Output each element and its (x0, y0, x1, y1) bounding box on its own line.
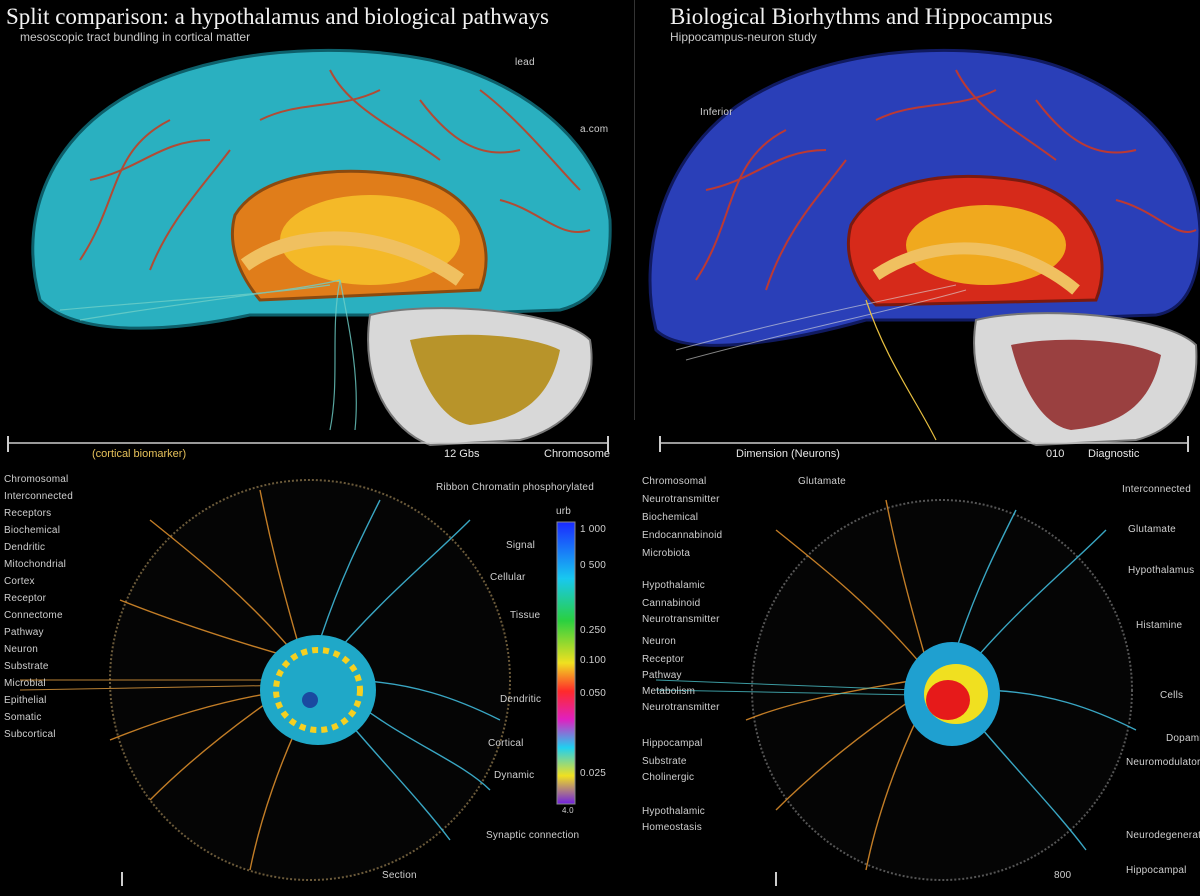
list-item: Biochemical (4, 525, 61, 536)
right-panel: Biological Biorhythms and Hippocampus Hi… (636, 0, 1200, 896)
right-bottom-label: 800 (1054, 870, 1072, 881)
scale-tick-label: 0.100 (580, 655, 607, 666)
left-bottom-label: Section (382, 870, 417, 881)
left-bottom-right-label: Synaptic connection (486, 830, 580, 841)
list-item: Epithelial (4, 695, 47, 706)
list-item: Chromosomal (4, 474, 69, 485)
list-item: Somatic (4, 712, 42, 723)
left-right-label: Cortical (488, 738, 524, 749)
list-item: Receptor (4, 593, 47, 604)
right-right-label: Interconnected (1122, 484, 1191, 495)
scale-bottom-label: 4.0 (562, 806, 574, 815)
list-item: Interconnected (4, 491, 73, 502)
left-right-label: Tissue (510, 610, 541, 621)
right-subtitle: Hippocampus-neuron study (670, 30, 817, 44)
list-item: Neurotransmitter (642, 614, 720, 625)
list-item: Neuron (4, 644, 38, 655)
list-item: Cortex (4, 576, 35, 587)
right-right-label: Neurodegenerative (1126, 830, 1200, 841)
right-right-label: Cells (1160, 690, 1184, 701)
list-item: Cholinergic (642, 772, 695, 783)
scale-tick-label: 0 500 (580, 560, 607, 571)
right-brain-illustration (648, 48, 1200, 886)
list-item: Pathway (642, 670, 682, 681)
list-item: Neurotransmitter (642, 702, 720, 713)
panel-divider (634, 0, 635, 420)
list-item: Substrate (4, 661, 49, 672)
list-item: Pathway (4, 627, 44, 638)
left-panel: Split comparison: a hypothalamus and bio… (4, 4, 612, 886)
list-item: Mitochondrial (4, 559, 67, 570)
left-right-label: Signal (506, 540, 535, 551)
right-title: Biological Biorhythms and Hippocampus (670, 4, 1053, 29)
list-item: Homeostasis (642, 822, 702, 833)
list-item: Chromosomal (642, 476, 707, 487)
list-item: Neuron (642, 636, 676, 647)
list-item: Receptor (642, 654, 685, 665)
list-item: Hypothalamic (642, 580, 705, 591)
list-item: Receptors (4, 508, 52, 519)
list-item: Endocannabinoid (642, 530, 723, 541)
list-item: Microbiota (642, 548, 691, 559)
list-item: Connectome (4, 610, 63, 621)
list-item: Metabolism (642, 686, 696, 697)
right-right-label: Neuromodulator (1126, 757, 1200, 768)
left-brain-illustration (7, 48, 612, 886)
right-top-center-label: Glutamate (798, 476, 846, 487)
left-header-label: Ribbon Chromatin phosphorylated (436, 482, 594, 493)
left-axis-center-label: 12 Gbs (444, 448, 480, 460)
right-right-label: Hippocampal (1126, 865, 1187, 876)
left-top-label-2: a.com (580, 124, 609, 135)
list-item: Subcortical (4, 729, 56, 740)
left-top-label-1: lead (515, 57, 535, 68)
list-item: Substrate (642, 756, 687, 767)
list-item: Hippocampal (642, 738, 703, 749)
scale-tick-label: 0.050 (580, 688, 607, 699)
right-top-label: Inferior (700, 107, 733, 118)
left-right-label: Cellular (490, 572, 526, 583)
right-right-label: Histamine (1136, 620, 1183, 631)
scale-tick-label: 0.025 (580, 768, 607, 779)
left-subtitle: mesoscopic tract bundling in cortical ma… (20, 30, 251, 44)
scale-tick-label: 1 000 (580, 524, 607, 535)
right-axis-left-label: Dimension (Neurons) (736, 448, 840, 460)
left-axis-left-label: (cortical biomarker) (92, 448, 187, 460)
scale-top-label: urb (556, 506, 572, 517)
right-axis-center-label: 010 (1046, 448, 1065, 460)
scale-tick-label: 0.250 (580, 625, 607, 636)
list-item: Cannabinoid (642, 598, 701, 609)
left-title: Split comparison: a hypothalamus and bio… (6, 4, 549, 29)
list-item: Neurotransmitter (642, 494, 720, 505)
list-item: Biochemical (642, 512, 699, 523)
left-axis-right-label: Chromosome (544, 448, 611, 460)
left-right-label: Dendritic (500, 694, 542, 705)
right-right-label: Glutamate (1128, 524, 1176, 535)
list-item: Microbial (4, 678, 46, 689)
list-item: Dendritic (4, 542, 46, 553)
right-right-label: Dopamine (1166, 733, 1200, 744)
left-right-label: Dynamic (494, 770, 535, 781)
right-right-label: Hypothalamus (1128, 565, 1195, 576)
right-axis-right-label: Diagnostic (1088, 448, 1140, 460)
list-item: Hypothalamic (642, 806, 705, 817)
